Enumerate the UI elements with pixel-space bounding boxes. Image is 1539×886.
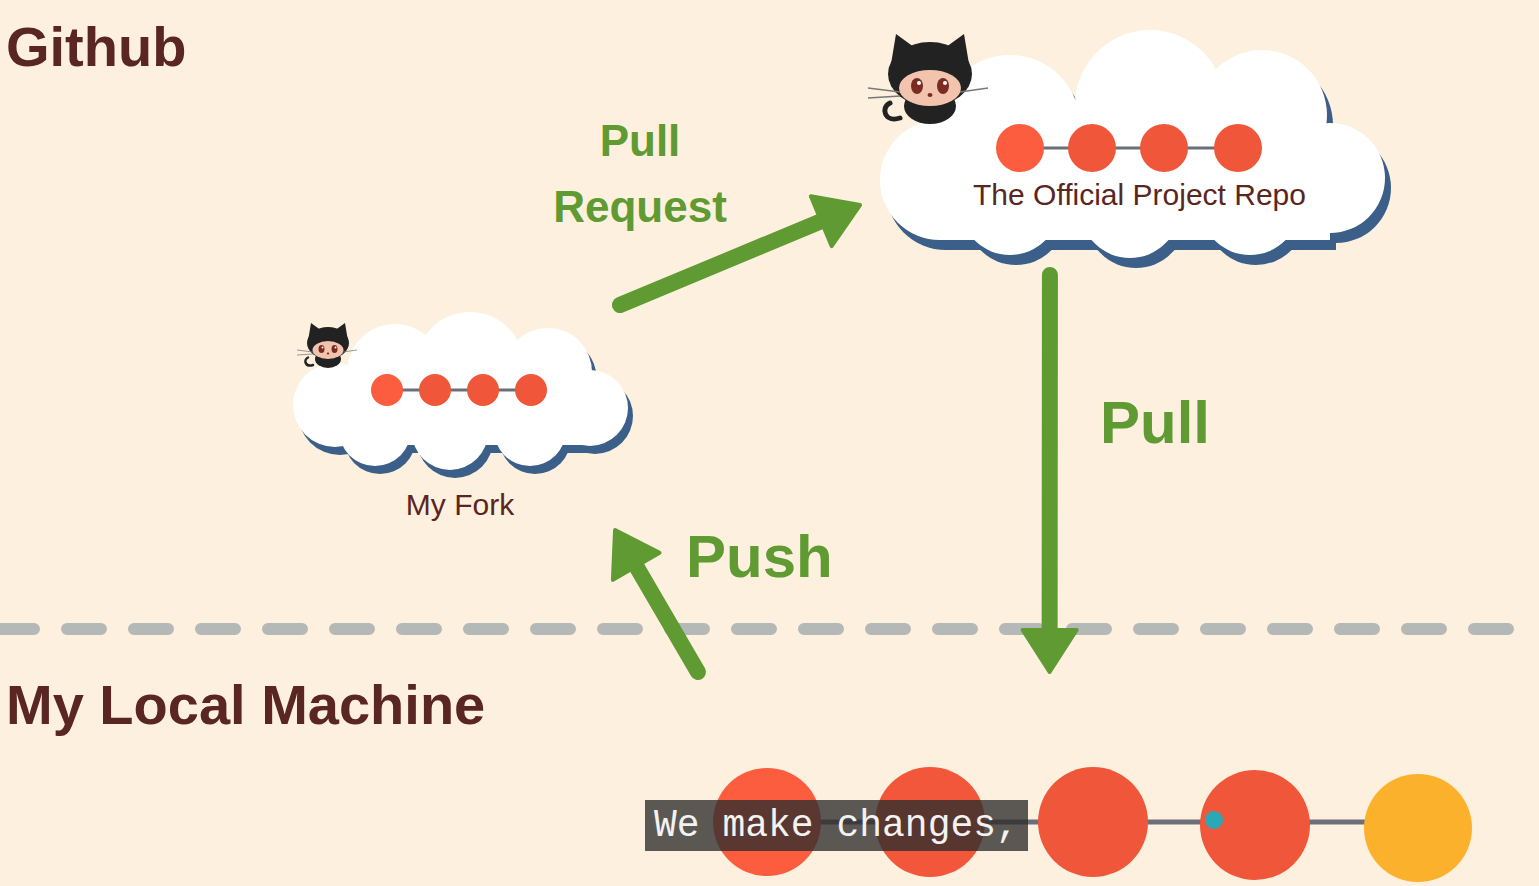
arrow-label: Push	[686, 512, 826, 602]
node-label: My Local Machine	[6, 672, 485, 737]
arrow-label: Pull	[1090, 378, 1220, 468]
local-commit-chain	[713, 767, 1472, 882]
repo-cloud: The Official Project Repo	[860, 25, 1395, 275]
region-band: Github My Fork The Official Project Repo	[0, 0, 1539, 628]
arrow-connector	[1023, 275, 1077, 672]
arrow-connector	[620, 196, 860, 305]
divider-line	[0, 623, 1539, 635]
region-band: My Local Machine	[0, 672, 1539, 886]
arrow-connector	[613, 530, 698, 672]
fork-cloud: My Fork	[285, 305, 635, 530]
subtitle-caption: We make changes,	[645, 800, 1028, 851]
cloud-shape	[860, 25, 1395, 275]
node-label: Github	[6, 14, 186, 79]
cloud-shape	[285, 305, 635, 530]
arrow-label: Pull Request	[540, 108, 740, 240]
node-label: My Fork	[285, 488, 635, 522]
node-label: The Official Project Repo	[872, 178, 1407, 212]
